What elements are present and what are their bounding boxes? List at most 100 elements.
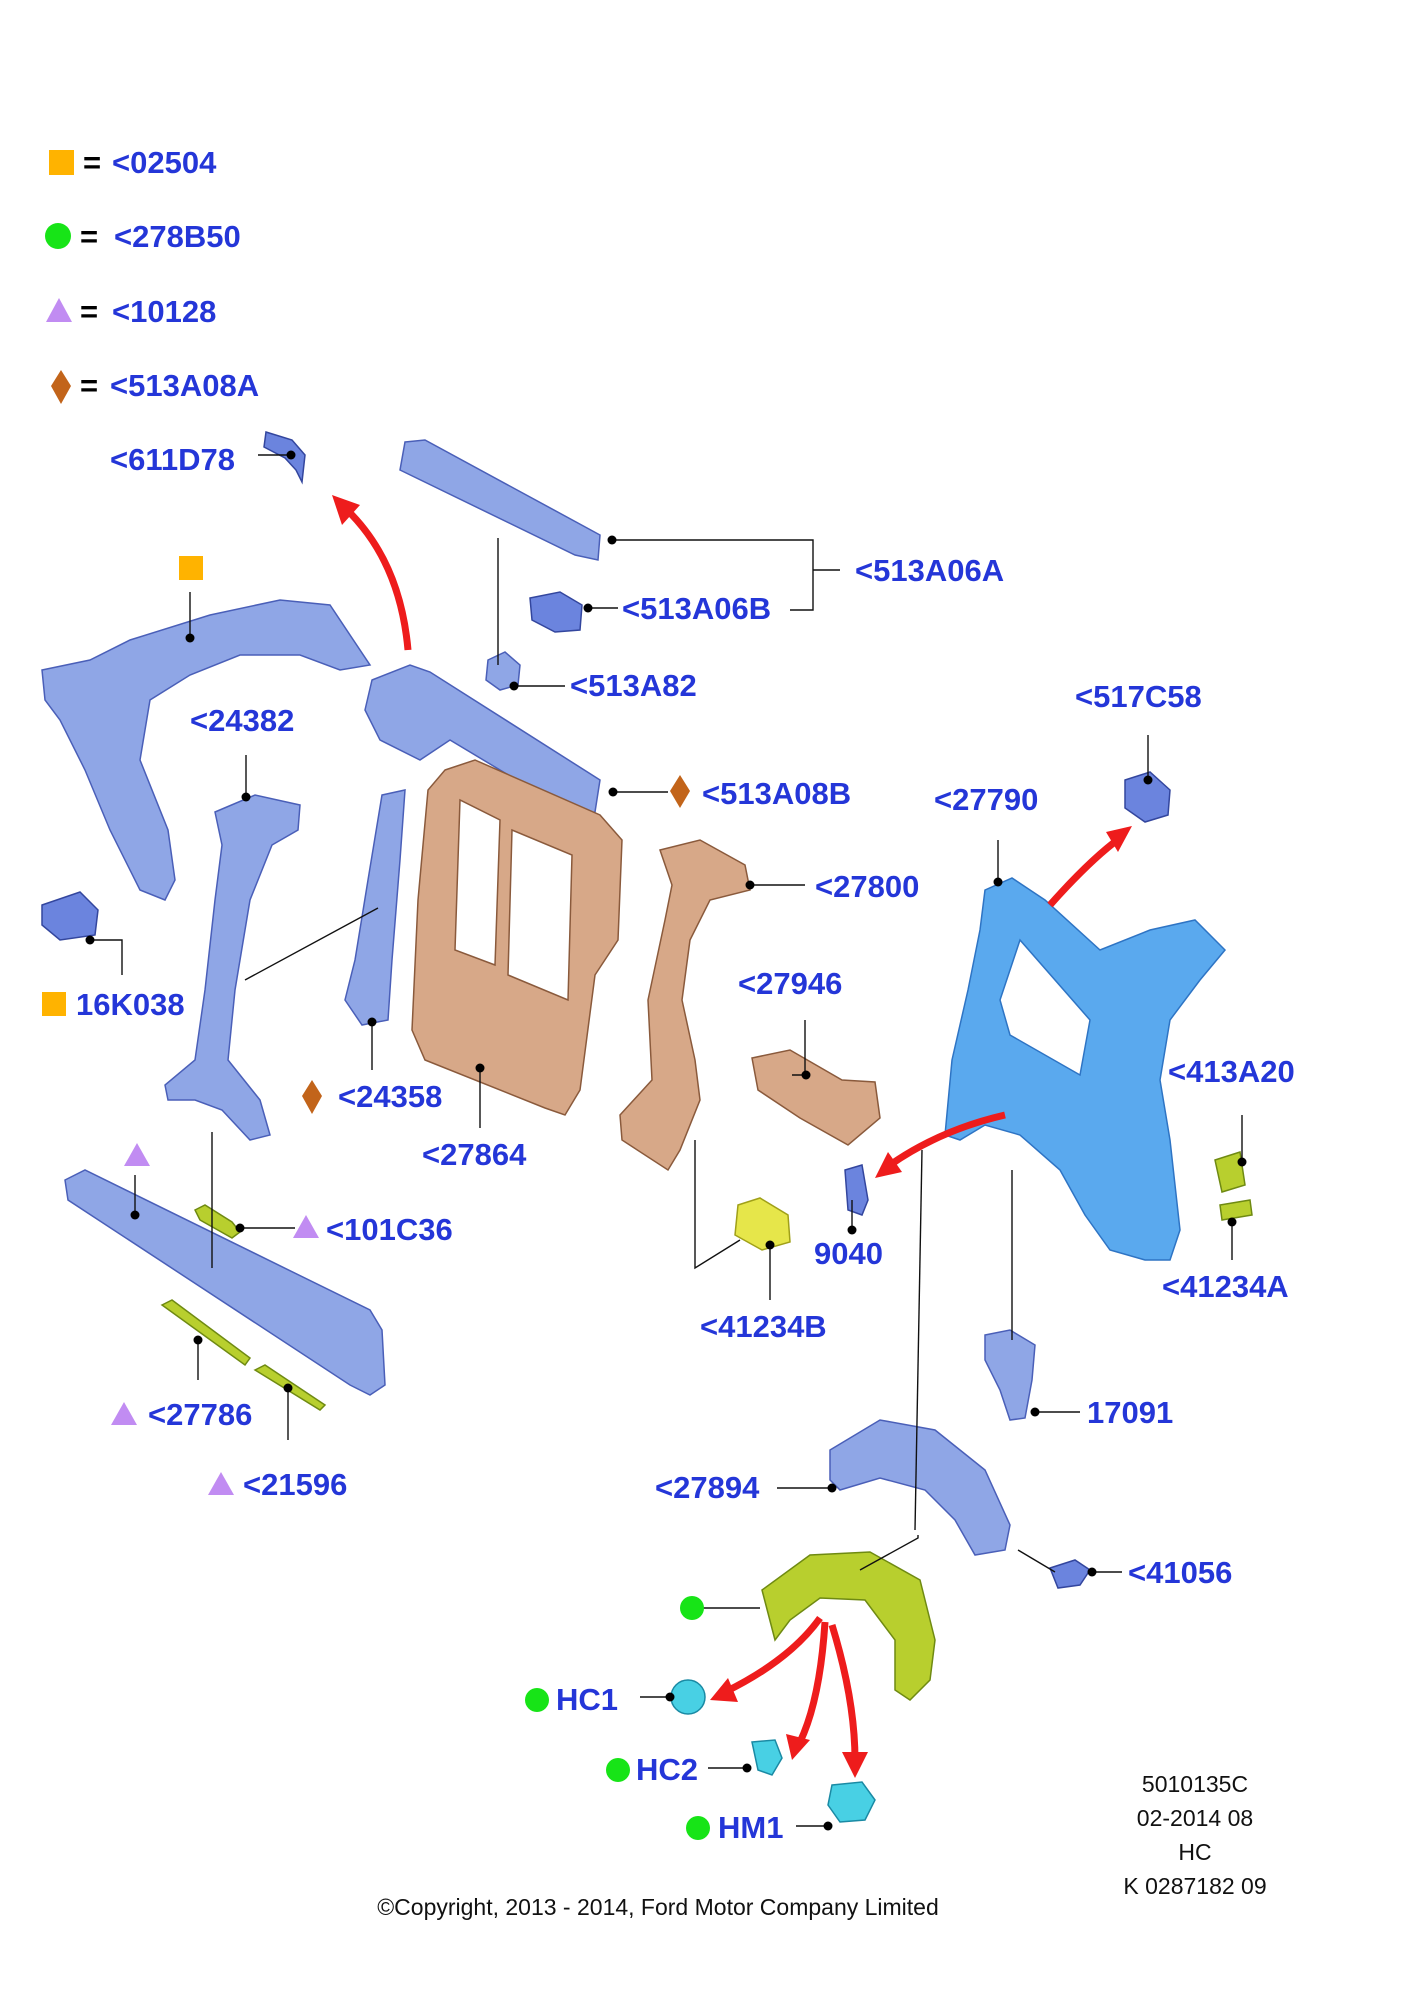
label-513a06a: <513A06A — [855, 553, 1004, 588]
triangle-marker-icon — [124, 1143, 150, 1166]
part-41234b — [734, 1197, 791, 1251]
leader-513a06a — [612, 539, 840, 611]
label-27946: <27946 — [738, 966, 842, 1001]
legend-equals: = — [80, 219, 98, 254]
label-513a08b: <513A08B — [702, 776, 851, 811]
label-513a82: <513A82 — [570, 668, 697, 703]
fastener-hc1 — [670, 1679, 706, 1715]
arrowhead-icon — [786, 1734, 810, 1760]
label-21596: <21596 — [243, 1467, 347, 1502]
part-front-arch — [41, 599, 372, 901]
triangle-marker-icon — [293, 1215, 319, 1238]
label-513a06b: <513A06B — [622, 591, 771, 626]
triangle-marker-icon — [208, 1472, 234, 1495]
arrow-to-hc2 — [796, 1621, 829, 1744]
ref-line-2: 02-2014 08 — [1137, 1805, 1253, 1831]
label-27786: <27786 — [148, 1397, 252, 1432]
arrowhead-icon — [842, 1752, 868, 1778]
ref-line-4: K 0287182 09 — [1123, 1873, 1266, 1899]
legend-code-513a08a: <513A08A — [110, 368, 259, 403]
label-24358: <24358 — [338, 1079, 442, 1114]
fastener-hm1 — [827, 1781, 876, 1823]
triangle-marker-icon — [111, 1402, 137, 1425]
label-27790: <27790 — [934, 782, 1038, 817]
label-611d78: <611D78 — [110, 442, 235, 477]
circle-marker-icon — [680, 1596, 704, 1620]
arrowhead-icon — [710, 1678, 738, 1702]
label-27800: <27800 — [815, 869, 919, 904]
part-278b50-liner — [761, 1551, 936, 1701]
part-labels: <611D78 <513A06A <513A06B <513A82 <513A0… — [76, 442, 1295, 1845]
arrow-to-hm1 — [828, 1623, 859, 1761]
label-hc1: HC1 — [556, 1682, 618, 1717]
legend-equals: = — [80, 368, 98, 403]
red-arrows — [332, 495, 1132, 1778]
square-marker-icon — [42, 992, 66, 1016]
square-marker-icon — [179, 556, 203, 580]
leader-41234b-link — [694, 1140, 741, 1270]
copyright: ©Copyright, 2013 - 2014, Ford Motor Comp… — [377, 1894, 939, 1920]
part-sill — [64, 1169, 386, 1396]
circle-marker-icon — [525, 1688, 549, 1712]
part-611d78 — [263, 431, 306, 485]
arrowhead-icon — [1106, 826, 1132, 852]
leader-lines — [85, 450, 1247, 1831]
callout-markers — [42, 556, 710, 1840]
ref-line-1: 5010135C — [1142, 1771, 1248, 1797]
label-27864: <27864 — [422, 1137, 527, 1172]
label-101c36: <101C36 — [326, 1212, 453, 1247]
legend-diamond-icon — [51, 370, 71, 404]
label-24382: <24382 — [190, 703, 294, 738]
parts — [41, 431, 1253, 1823]
label-413a20: <413A20 — [1168, 1054, 1295, 1089]
arrow-to-611d78 — [342, 505, 412, 651]
arrowhead-icon — [332, 495, 360, 525]
legend-triangle-icon — [46, 298, 72, 322]
arrow-to-517c58 — [1047, 835, 1123, 908]
label-41234a: <41234A — [1162, 1269, 1289, 1304]
leader-41056-link — [1017, 1549, 1056, 1573]
label-41234b: <41234B — [700, 1309, 827, 1344]
part-9040 — [844, 1164, 869, 1216]
label-16k038: 16K038 — [76, 987, 185, 1022]
arrowhead-icon — [875, 1152, 902, 1178]
part-513a06b — [529, 591, 583, 633]
part-27864 — [411, 759, 623, 1116]
fastener-hc2 — [751, 1739, 783, 1776]
footer: 5010135C 02-2014 08 HC K 0287182 09 ©Cop… — [377, 1771, 1266, 1920]
label-17091: 17091 — [1087, 1395, 1173, 1430]
part-24358 — [344, 789, 406, 1026]
legend-code-02504: <02504 — [112, 145, 217, 180]
part-16k038 — [41, 891, 99, 941]
legend-equals: = — [80, 294, 98, 329]
leader-liner-link — [859, 1535, 919, 1571]
part-513a06a — [399, 439, 601, 561]
part-41234a — [1219, 1199, 1253, 1221]
part-517c58 — [1124, 771, 1171, 823]
diamond-marker-icon — [670, 775, 690, 808]
label-27894: <27894 — [655, 1470, 760, 1505]
ref-line-3: HC — [1178, 1839, 1211, 1865]
label-hc2: HC2 — [636, 1752, 698, 1787]
part-41056 — [1049, 1559, 1092, 1589]
legend-code-278b50: <278B50 — [114, 219, 241, 254]
legend-code-10128: <10128 — [112, 294, 216, 329]
circle-marker-icon — [606, 1758, 630, 1782]
label-41056: <41056 — [1128, 1555, 1232, 1590]
legend-equals: = — [83, 145, 101, 180]
label-hm1: HM1 — [718, 1810, 783, 1845]
leader-27894-vertical — [914, 1149, 923, 1531]
legend-circle-icon — [45, 223, 71, 249]
part-27786 — [160, 1299, 252, 1367]
circle-marker-icon — [686, 1816, 710, 1840]
legend-square-icon — [49, 150, 74, 175]
leader-pillar-link — [244, 907, 379, 981]
arrow-to-9040 — [887, 1111, 1006, 1168]
legend: = <02504 = <278B50 = <10128 = <513A08A — [45, 145, 259, 404]
diamond-marker-icon — [302, 1080, 322, 1114]
part-17091 — [984, 1329, 1036, 1421]
label-9040: 9040 — [814, 1236, 883, 1271]
part-27894 — [829, 1419, 1011, 1556]
leader-16k038 — [92, 939, 123, 975]
